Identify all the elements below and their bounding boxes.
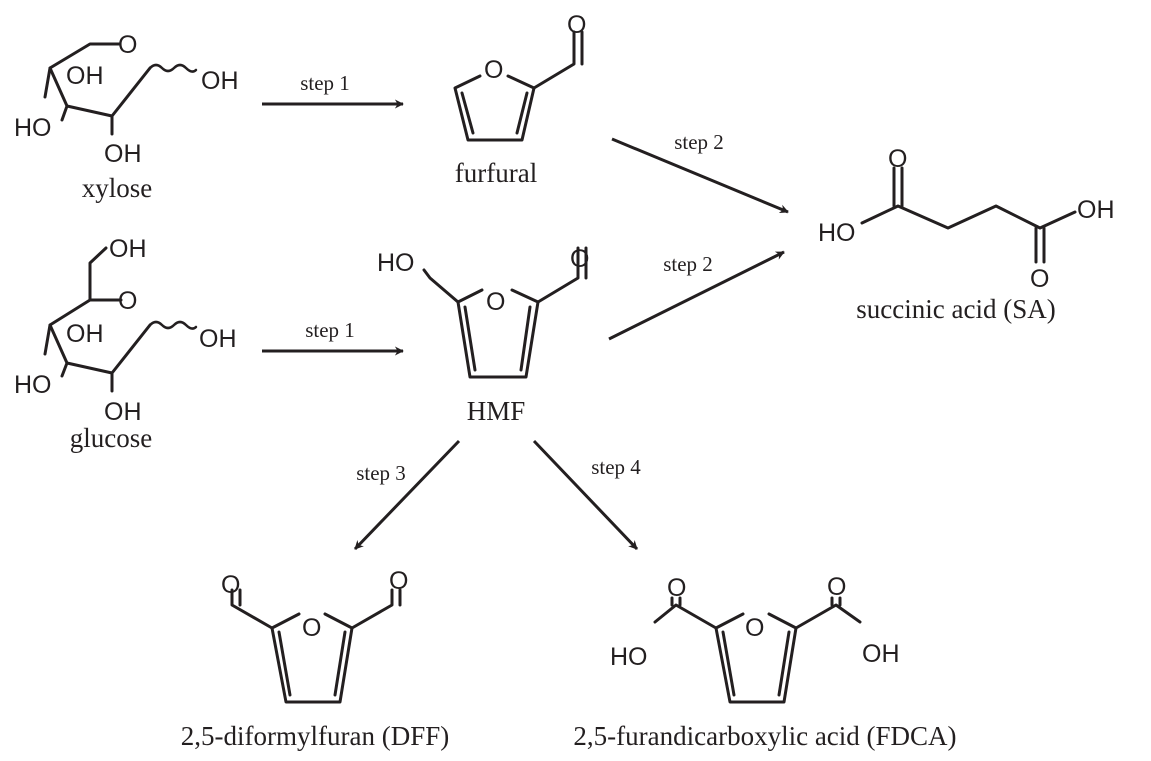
ring-oxygen-atom: O — [118, 31, 137, 59]
step-1-label: step 1 — [300, 71, 350, 95]
anomeric-hydroxyl: OH — [201, 67, 239, 95]
hydroxyl-group: HO — [14, 371, 52, 399]
step-2-label: step 2 — [663, 252, 713, 276]
hmf-structure: O O HO — [377, 245, 589, 379]
carbonyl-oxygen-atom: O — [888, 145, 907, 173]
ring-oxygen-atom: O — [484, 56, 503, 84]
hmf-label: HMF — [467, 396, 526, 426]
fdca-structure: O O O HO OH — [610, 573, 900, 704]
carbonyl-oxygen-atom: O — [389, 567, 408, 595]
step-4-label: step 4 — [591, 455, 641, 479]
hydroxyl-group: OH — [66, 62, 104, 90]
ring-oxygen-atom: O — [118, 287, 137, 315]
ring-oxygen-atom: O — [745, 614, 764, 642]
step-2-label: step 2 — [674, 130, 724, 154]
hydroxyl-group: HO — [610, 643, 648, 671]
xylose-label: xylose — [82, 173, 153, 203]
carbonyl-oxygen-atom: O — [567, 11, 586, 39]
glucose-label: glucose — [70, 423, 152, 453]
arrow-hmf-to-dff — [353, 439, 461, 551]
dff-structure: O O O — [221, 567, 408, 704]
carbonyl-oxygen-atom: O — [1030, 265, 1049, 293]
hydroxyl-group: HO — [377, 249, 415, 277]
xylose-structure: O OH OH HO OH — [14, 31, 239, 168]
fdca-label: 2,5-furandicarboxylic acid (FDCA) — [573, 721, 956, 751]
arrow-hmf-to-fdca — [532, 439, 639, 551]
step-3-label: step 3 — [356, 461, 406, 485]
ring-oxygen-atom: O — [486, 288, 505, 316]
hydroxyl-group: OH — [66, 320, 104, 348]
arrow-furfural-to-sa — [611, 137, 789, 214]
hydroxyl-group: HO — [14, 114, 52, 142]
dff-label: 2,5-diformylfuran (DFF) — [181, 721, 449, 751]
glucose-structure: O OH OH OH HO OH — [14, 235, 237, 426]
hydroxyl-group: OH — [109, 235, 147, 263]
hydroxyl-group: OH — [104, 140, 142, 168]
hydroxyl-group: HO — [818, 219, 856, 247]
succinic-acid-structure: O O HO OH — [818, 145, 1115, 293]
arrow-hmf-to-sa — [608, 250, 785, 341]
carbonyl-oxygen-atom: O — [827, 573, 846, 601]
hydroxyl-group: OH — [104, 398, 142, 426]
carbonyl-oxygen-atom: O — [667, 574, 686, 602]
carbonyl-oxygen-atom: O — [570, 245, 589, 273]
succinic-acid-label: succinic acid (SA) — [856, 294, 1055, 324]
step-1-label: step 1 — [305, 318, 355, 342]
hydroxyl-group: OH — [862, 640, 900, 668]
anomeric-hydroxyl: OH — [199, 325, 237, 353]
ring-oxygen-atom: O — [302, 614, 321, 642]
carbonyl-oxygen-atom: O — [221, 571, 240, 599]
furfural-structure: O O — [453, 11, 586, 142]
furfural-label: furfural — [455, 158, 537, 188]
hydroxyl-group: OH — [1077, 196, 1115, 224]
